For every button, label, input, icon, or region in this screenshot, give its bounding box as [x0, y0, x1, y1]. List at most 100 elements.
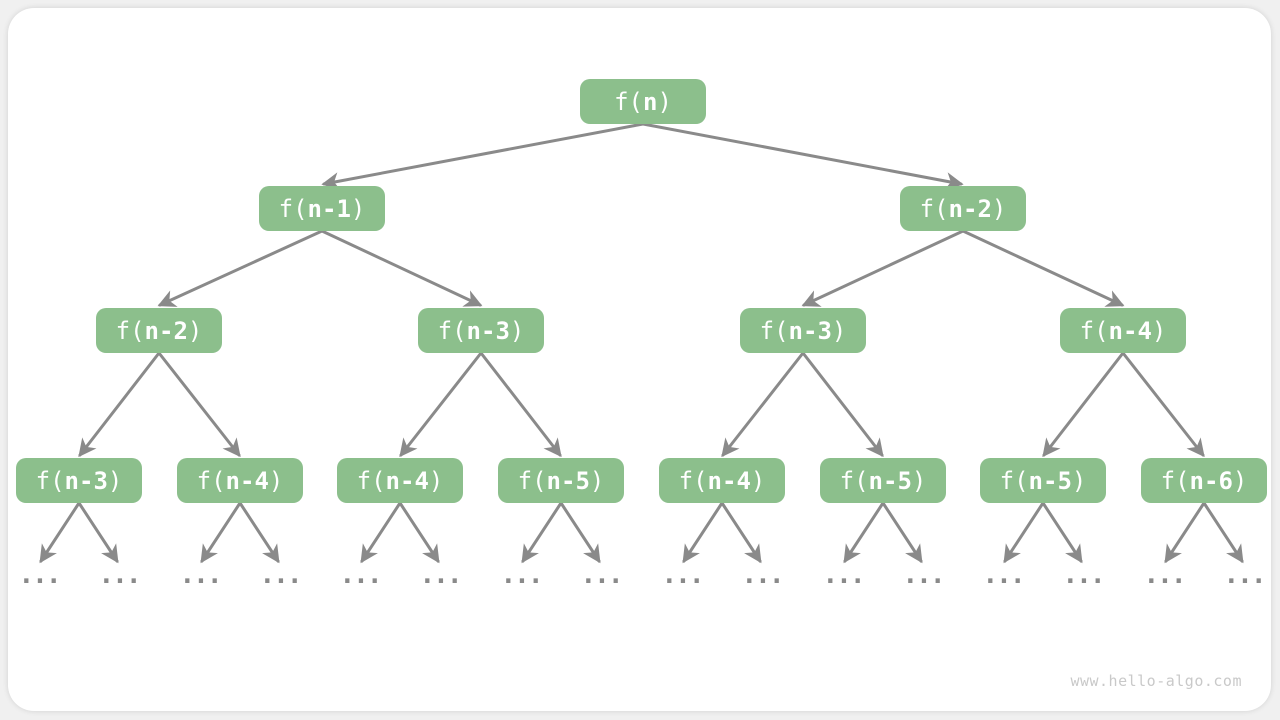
node-label-suffix: ) — [428, 466, 444, 495]
ellipsis-leaf: ... — [1143, 560, 1187, 590]
node-l3-2: f(n-4) — [337, 458, 463, 503]
edge-arrow — [1121, 351, 1205, 458]
node-label-suffix: ) — [107, 466, 123, 495]
node-label-arg: n-4 — [385, 466, 429, 495]
edge-arrow — [320, 229, 483, 307]
node-label-prefix: f( — [1079, 316, 1109, 345]
edge-arrow — [881, 501, 923, 564]
node-label-arg: n-5 — [868, 466, 912, 495]
node-label-prefix: f( — [196, 466, 226, 495]
node-label-arg: n-3 — [466, 316, 510, 345]
edge-arrow — [721, 351, 805, 458]
node-label-suffix: ) — [831, 316, 847, 345]
node-label-prefix: f( — [678, 466, 708, 495]
node-label-arg: n-2 — [948, 194, 992, 223]
node-label-prefix: f( — [115, 316, 145, 345]
edge-arrow — [398, 501, 440, 564]
node-label-suffix: ) — [268, 466, 284, 495]
edge-arrow — [321, 122, 645, 191]
node-label-arg: n-4 — [1108, 316, 1152, 345]
node-label-prefix: f( — [919, 194, 949, 223]
edge-arrow — [1041, 501, 1083, 564]
node-l2-0: f(n-2) — [96, 308, 222, 353]
node-l2-1: f(n-3) — [418, 308, 544, 353]
ellipsis-leaf: ... — [902, 560, 946, 590]
edge-arrow — [77, 501, 119, 564]
node-l2-2: f(n-3) — [740, 308, 866, 353]
watermark-text: www.hello-algo.com — [1070, 672, 1242, 690]
edge-arrow — [238, 501, 280, 564]
node-label-arg: n-1 — [307, 194, 351, 223]
node-label-suffix: ) — [1151, 316, 1167, 345]
node-label-arg: n-2 — [144, 316, 188, 345]
node-label-prefix: f( — [1160, 466, 1190, 495]
node-label-arg: n-6 — [1189, 466, 1233, 495]
ellipsis-leaf: ... — [822, 560, 866, 590]
edge-arrow — [801, 351, 884, 458]
node-label-arg: n-3 — [788, 316, 832, 345]
node-label-prefix: f( — [999, 466, 1029, 495]
node-l3-0: f(n-3) — [16, 458, 142, 503]
node-label-suffix: ) — [509, 316, 525, 345]
node-label-arg: n-3 — [64, 466, 108, 495]
edge-arrow — [157, 351, 241, 458]
node-label-prefix: f( — [356, 466, 386, 495]
node-label-suffix: ) — [911, 466, 927, 495]
ellipsis-leaf: ... — [741, 560, 785, 590]
node-l3-1: f(n-4) — [177, 458, 303, 503]
ellipsis-leaf: ... — [1223, 560, 1267, 590]
ellipsis-leaf: ... — [580, 560, 624, 590]
node-label-prefix: f( — [437, 316, 467, 345]
ellipsis-leaf: ... — [500, 560, 544, 590]
edge-arrow — [157, 229, 324, 307]
edge-arrow — [801, 229, 965, 307]
node-label-arg: n — [643, 87, 658, 116]
node-label-prefix: f( — [517, 466, 547, 495]
node-label-arg: n-5 — [546, 466, 590, 495]
node-label-suffix: ) — [657, 87, 672, 116]
ellipsis-leaf: ... — [1062, 560, 1106, 590]
node-label-suffix: ) — [991, 194, 1007, 223]
edge-arrow — [200, 501, 242, 564]
edge-arrow — [961, 229, 1125, 307]
edge-arrow — [521, 501, 563, 564]
node-label-suffix: ) — [1232, 466, 1248, 495]
edge-arrow — [1164, 501, 1206, 564]
node-l3-5: f(n-5) — [820, 458, 946, 503]
node-label-prefix: f( — [35, 466, 65, 495]
node-label-suffix: ) — [350, 194, 366, 223]
node-l3-3: f(n-5) — [498, 458, 624, 503]
edge-arrow — [39, 501, 81, 564]
node-label-prefix: f( — [839, 466, 869, 495]
node-l0-0: f(n) — [580, 79, 706, 124]
node-label-arg: n-5 — [1028, 466, 1072, 495]
edge-arrow — [399, 351, 483, 458]
ellipsis-leaf: ... — [98, 560, 142, 590]
edge-arrow — [360, 501, 402, 564]
ellipsis-leaf: ... — [661, 560, 705, 590]
edge-arrow — [78, 351, 161, 458]
edge-arrow — [1202, 501, 1244, 564]
node-l1-1: f(n-2) — [900, 186, 1026, 231]
node-l1-0: f(n-1) — [259, 186, 385, 231]
node-label-arg: n-4 — [225, 466, 269, 495]
edge-arrow — [479, 351, 562, 458]
node-label-suffix: ) — [589, 466, 605, 495]
ellipsis-leaf: ... — [982, 560, 1026, 590]
ellipsis-leaf: ... — [179, 560, 223, 590]
ellipsis-leaf: ... — [18, 560, 62, 590]
node-l3-4: f(n-4) — [659, 458, 785, 503]
node-label-suffix: ) — [750, 466, 766, 495]
node-label-arg: n-4 — [707, 466, 751, 495]
edge-arrow — [720, 501, 762, 564]
node-l3-6: f(n-5) — [980, 458, 1106, 503]
ellipsis-leaf: ... — [339, 560, 383, 590]
node-label-suffix: ) — [1071, 466, 1087, 495]
edge-arrow — [559, 501, 601, 564]
edge-arrow — [1042, 351, 1125, 458]
edge-arrow — [682, 501, 724, 564]
node-l3-7: f(n-6) — [1141, 458, 1267, 503]
node-label-suffix: ) — [187, 316, 203, 345]
